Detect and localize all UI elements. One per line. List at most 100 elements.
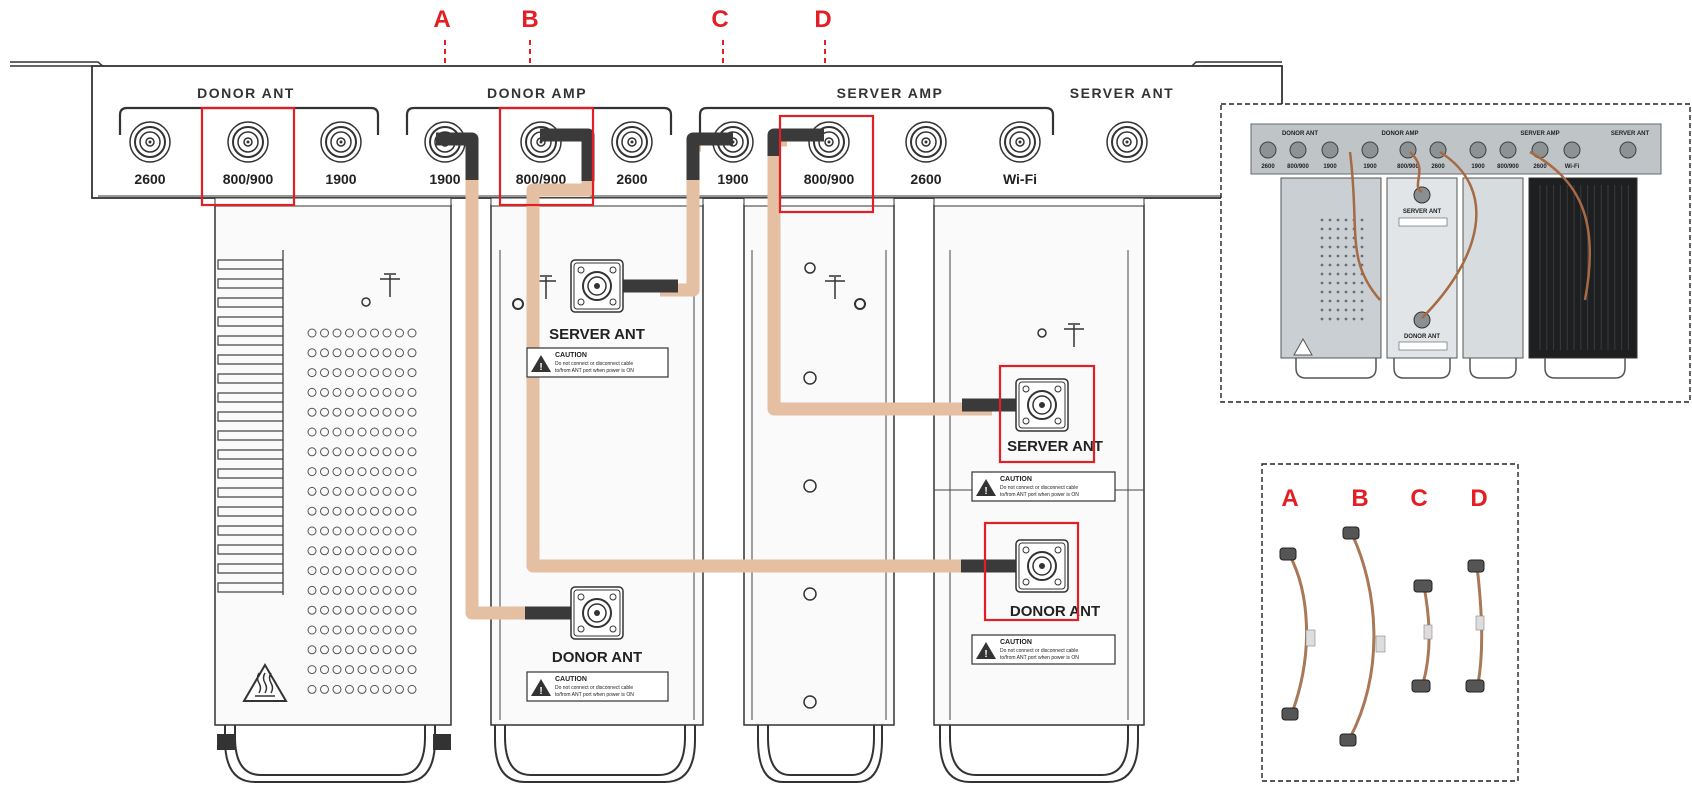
vent-hole <box>357 684 367 694</box>
cable-markers: A B C D <box>433 6 832 68</box>
vent-hole <box>320 665 329 675</box>
caution-label-m2-bottom: CAUTION Do not connect or disconnect cab… <box>526 671 669 702</box>
svg-text:Do not connect or disconnect c: Do not connect or disconnect cable <box>555 361 633 367</box>
photo-port-icon <box>1289 141 1307 159</box>
vent-hole <box>395 328 404 338</box>
photo-vent-hole <box>1360 281 1364 285</box>
bracket-server-amp <box>698 106 1055 135</box>
heatsink-fin <box>217 430 283 441</box>
vent-hole <box>320 546 329 556</box>
vent-hole <box>345 467 354 477</box>
photo-vent-hole <box>1336 272 1340 276</box>
vent-hole <box>370 645 379 655</box>
vent-hole <box>382 566 392 576</box>
vent-hole <box>370 368 379 378</box>
photo-vent-hole <box>1360 317 1364 321</box>
vent-hole <box>382 348 392 358</box>
photo-vent-hole <box>1320 263 1324 267</box>
photo-vent-hole <box>1336 227 1340 231</box>
vent-hole <box>395 566 404 576</box>
vent-hole <box>332 605 342 615</box>
vent-hole <box>307 566 317 576</box>
vent-hole <box>395 506 404 516</box>
photo-vent-hole <box>1328 308 1332 312</box>
heatsink-fin <box>217 582 283 593</box>
vent-hole <box>345 546 354 556</box>
photo-vent-hole <box>1344 227 1348 231</box>
photo-vent-hole <box>1344 263 1348 267</box>
caution-label-m4-bottom: CAUTION Do not connect or disconnect cab… <box>971 634 1116 665</box>
vent-hole <box>370 665 379 675</box>
vent-hole <box>332 506 342 516</box>
vent-hole <box>370 526 379 536</box>
heatsink-fin <box>217 487 283 498</box>
vent-hole <box>345 427 354 437</box>
vent-hole <box>382 625 392 635</box>
vent-hole <box>357 427 367 437</box>
vent-hole <box>307 447 317 457</box>
vent-hole <box>332 407 342 417</box>
photo-vent-hole <box>1336 308 1340 312</box>
photo-vent-hole <box>1352 317 1356 321</box>
photo-vent-hole <box>1336 317 1340 321</box>
photo-vent-hole <box>1336 290 1340 294</box>
vent-hole <box>395 427 404 437</box>
photo-port-label: 2600 <box>1431 164 1445 170</box>
svg-text:to/from ANT port when power is: to/from ANT port when power is ON <box>1000 492 1079 498</box>
heatsink-fin <box>217 506 283 517</box>
svg-text:DONOR AMP: DONOR AMP <box>1381 131 1418 137</box>
port-label: 1900 <box>325 171 356 187</box>
vent-hole <box>382 585 392 595</box>
vent-hole <box>332 546 342 556</box>
vent-hole <box>395 467 404 477</box>
rf-connector-icon <box>570 586 624 640</box>
vent-hole <box>357 467 367 477</box>
group-label-donor-amp: DONOR AMP <box>487 85 587 101</box>
vent-hole <box>307 526 317 536</box>
vent-hole <box>370 328 379 338</box>
photo-port-label: 1900 <box>1363 164 1377 170</box>
vent-hole <box>407 526 417 536</box>
vent-hole <box>370 387 379 397</box>
vent-hole <box>407 447 417 457</box>
cable-letter-a: A <box>433 6 450 33</box>
photo-cables <box>1348 150 1592 319</box>
photo-vent-hole <box>1328 218 1332 222</box>
photo-vent-hole <box>1336 299 1340 303</box>
photo-vent-hole <box>1320 272 1324 276</box>
vent-hole <box>370 427 379 437</box>
vent-hole <box>395 665 404 675</box>
vent-hole <box>320 645 329 655</box>
svg-text:Do not connect or disconnect c: Do not connect or disconnect cable <box>1000 648 1078 654</box>
vent-hole <box>320 605 329 615</box>
vent-hole <box>370 486 379 496</box>
photo-port-label: 2600 <box>1533 164 1547 170</box>
vent-hole <box>345 566 354 576</box>
vent-hole <box>357 605 367 615</box>
photo-cable-b <box>1339 526 1386 747</box>
module-handles <box>217 725 1139 783</box>
photo-vent-hole <box>1328 227 1332 231</box>
vent-hole <box>382 684 392 694</box>
vent-hole <box>357 645 367 655</box>
vent-hole <box>407 605 417 615</box>
vent-hole <box>357 328 367 338</box>
vent-hole <box>370 467 379 477</box>
photo-vent-hole <box>1344 272 1348 276</box>
photo-port-label: 2600 <box>1261 164 1275 170</box>
rf-port-icon <box>611 121 653 163</box>
vent-hole <box>357 407 367 417</box>
vent-hole <box>382 368 392 378</box>
photo-vent-hole <box>1344 290 1348 294</box>
photo-warning-icon <box>1293 337 1313 356</box>
vent-hole <box>320 486 329 496</box>
vent-hole <box>307 486 317 496</box>
vent-hole <box>307 368 317 378</box>
vent-hole <box>382 506 392 516</box>
port-label: 800/900 <box>804 171 855 187</box>
vent-hole <box>382 526 392 536</box>
svg-text:CAUTION: CAUTION <box>1000 476 1032 483</box>
photo-cable-d <box>1465 559 1485 693</box>
photo-port-icon <box>1259 141 1277 159</box>
photo-cable-letter-d: D <box>1470 485 1487 512</box>
